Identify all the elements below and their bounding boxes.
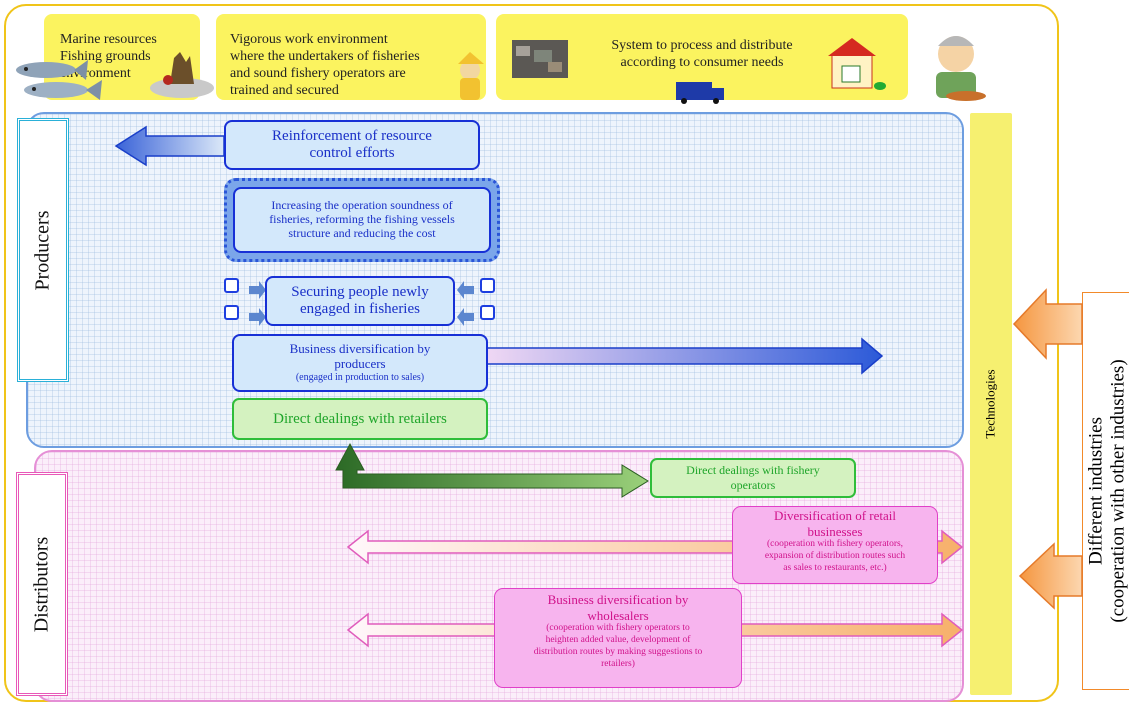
securing-people-text: Securing people newly engaged in fisheri… xyxy=(291,283,429,317)
industries-arrow-upper xyxy=(1012,288,1083,360)
direct-retailers-text: Direct dealings with retailers xyxy=(273,410,447,427)
wholesale-diversification-box: Business diversification by wholesalers … xyxy=(494,588,742,688)
consumer-icon xyxy=(936,36,986,101)
truck-icon xyxy=(676,82,724,104)
fish-market-photo-icon xyxy=(512,40,568,78)
wholesale-diversification-note: (cooperation with fishery operators to h… xyxy=(533,623,703,669)
work-environment-text: Vigorous work environment where the unde… xyxy=(230,32,420,98)
distribution-system-text: System to process and distribute accordi… xyxy=(611,38,793,70)
producer-diversification-note: (engaged in production to sales) xyxy=(295,372,425,384)
retail-diversification-box: Diversification of retail businesses (co… xyxy=(732,506,938,584)
fish-icon xyxy=(16,60,102,100)
small-square xyxy=(480,278,495,293)
soundness-text: Increasing the operation soundness of fi… xyxy=(269,198,455,240)
green-direct-arrow xyxy=(335,442,649,498)
fisherman-icon xyxy=(458,52,484,100)
direct-retailers-box: Direct dealings with retailers xyxy=(232,398,488,440)
work-environment-box: Vigorous work environment where the unde… xyxy=(216,14,486,100)
technologies-bar: Technologies xyxy=(970,113,1012,695)
resource-control-arrow xyxy=(114,125,225,167)
small-square xyxy=(224,305,239,320)
diversification-arrow xyxy=(485,337,884,375)
small-blue-arrows xyxy=(249,281,474,326)
producers-label: Producers xyxy=(17,118,69,382)
store-icon xyxy=(828,38,886,90)
direct-fishery-box: Direct dealings with fishery operators xyxy=(650,458,856,498)
direct-fishery-text: Direct dealings with fishery operators xyxy=(686,463,820,492)
soundness-frame: Increasing the operation soundness of fi… xyxy=(224,178,500,262)
soundness-box: Increasing the operation soundness of fi… xyxy=(233,187,491,253)
distributors-label: Distributors xyxy=(16,472,68,696)
marine-resources-text: Marine resources Fishing grounds environ… xyxy=(60,32,157,81)
producers-zone xyxy=(26,112,964,448)
industries-arrow-lower xyxy=(1018,542,1083,610)
retail-diversification-title: Diversification of retail businesses xyxy=(773,508,896,539)
resource-control-box: Reinforcement of resource control effort… xyxy=(224,120,480,170)
small-square xyxy=(480,305,495,320)
wholesale-diversification-title: Business diversification by wholesalers xyxy=(547,592,689,623)
retail-double-arrow xyxy=(346,529,964,565)
securing-people-box: Securing people newly engaged in fisheri… xyxy=(265,276,455,326)
resource-control-text: Reinforcement of resource control effort… xyxy=(272,127,432,161)
rock-seaweed-icon xyxy=(150,52,214,98)
small-square xyxy=(224,278,239,293)
producer-diversification-title: Business diversification by producers xyxy=(289,341,431,372)
producer-diversification-box: Business diversification by producers (e… xyxy=(232,334,488,392)
retail-diversification-note: (cooperation with fishery operators, exp… xyxy=(764,539,906,573)
different-industries-box: Different industries (cooperation with o… xyxy=(1082,292,1129,690)
